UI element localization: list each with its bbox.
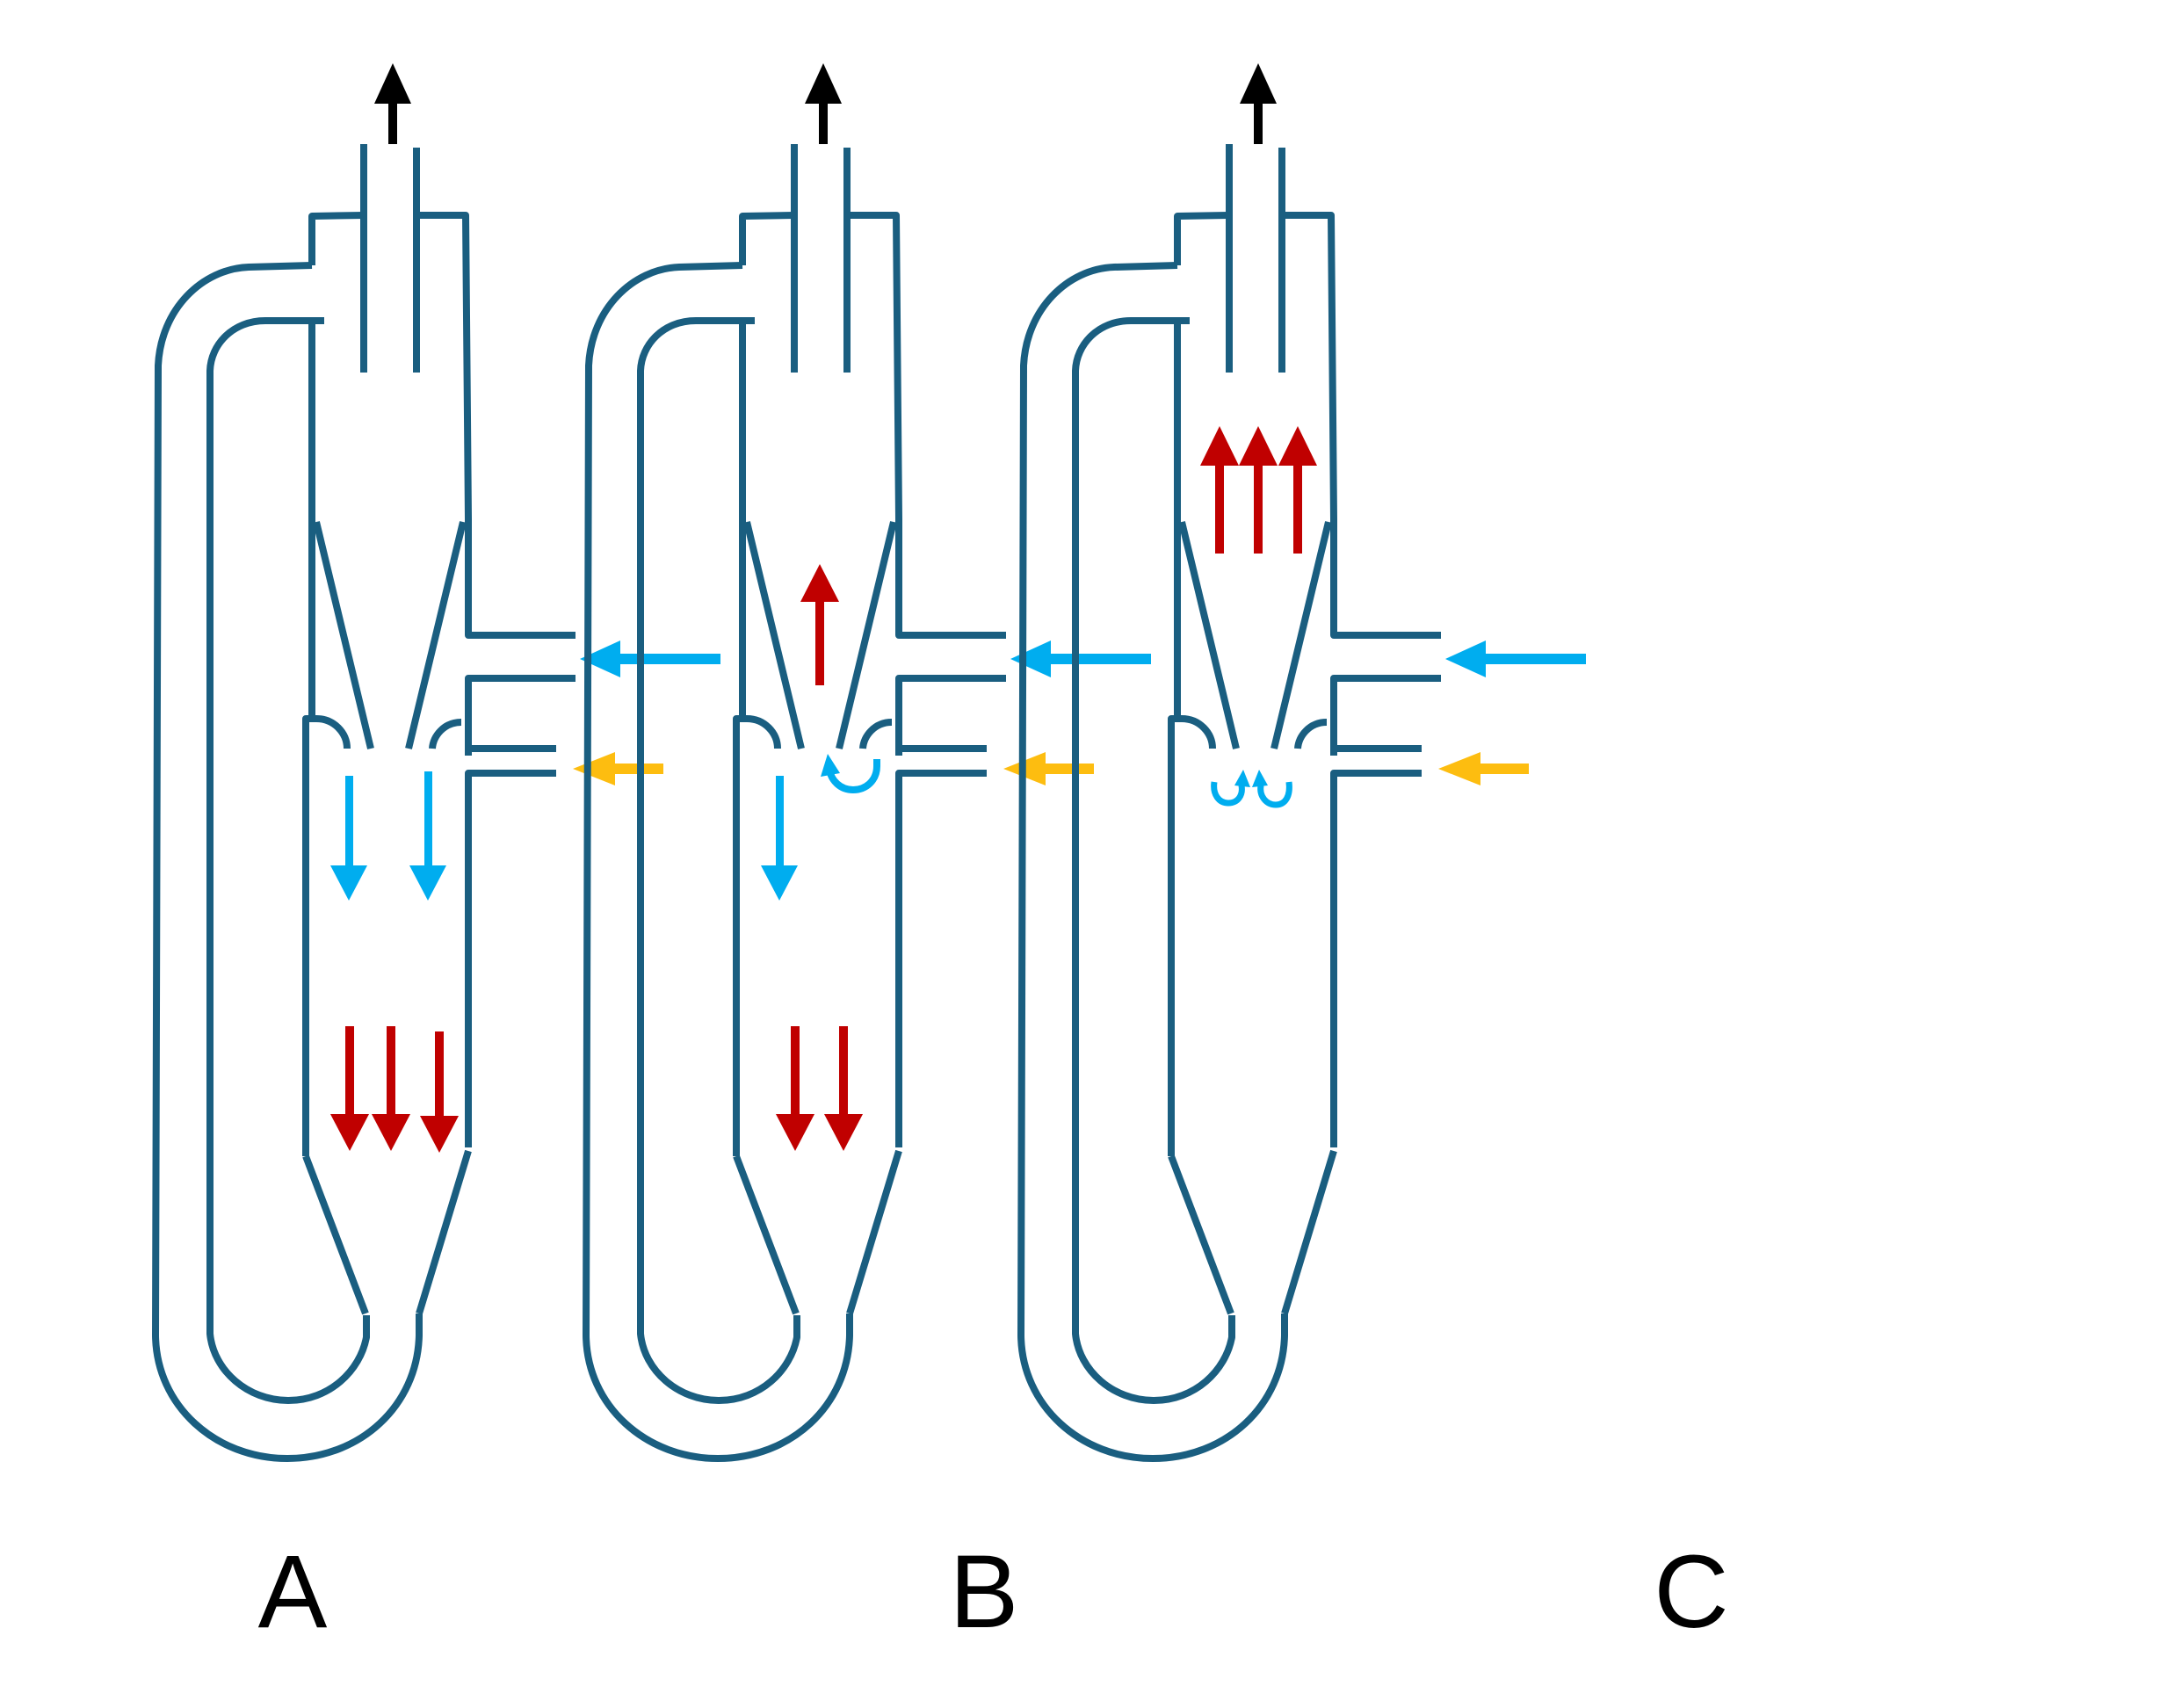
- blue-inlet-arrow-c: [1445, 640, 1586, 677]
- panel-a: [156, 63, 720, 1458]
- red-up-arrows-c: [1200, 426, 1317, 554]
- red-up-arrow-b: [800, 564, 839, 685]
- panel-c: [1021, 63, 1586, 1458]
- blue-down-arrows-a: [330, 771, 446, 901]
- blue-inlet-arrow-b: [1010, 640, 1151, 677]
- yellow-inlet-arrow-c: [1438, 752, 1529, 785]
- panel-label-b: B: [950, 1534, 1019, 1650]
- blue-inlet-arrow-a: [580, 640, 720, 677]
- blue-swirl-arrow-b: [826, 759, 880, 794]
- red-down-arrows-b: [776, 1026, 863, 1151]
- blue-down-arrow-b: [761, 776, 798, 901]
- reactor-outline-b: [586, 144, 1006, 1458]
- exhaust-arrow-c: [1240, 63, 1277, 144]
- panel-b: [586, 63, 1151, 1458]
- red-down-arrows-a: [330, 1026, 459, 1153]
- blue-swirl-head-b: [821, 754, 840, 777]
- exhaust-arrow-b: [805, 63, 842, 144]
- panel-label-a: A: [258, 1534, 328, 1650]
- reactor-outline-a: [156, 144, 576, 1458]
- yellow-inlet-arrow-b: [1003, 752, 1094, 785]
- exhaust-arrow-a: [374, 63, 411, 144]
- panel-label-c: C: [1654, 1534, 1728, 1650]
- blue-swirl-arrows-c: [1211, 770, 1292, 808]
